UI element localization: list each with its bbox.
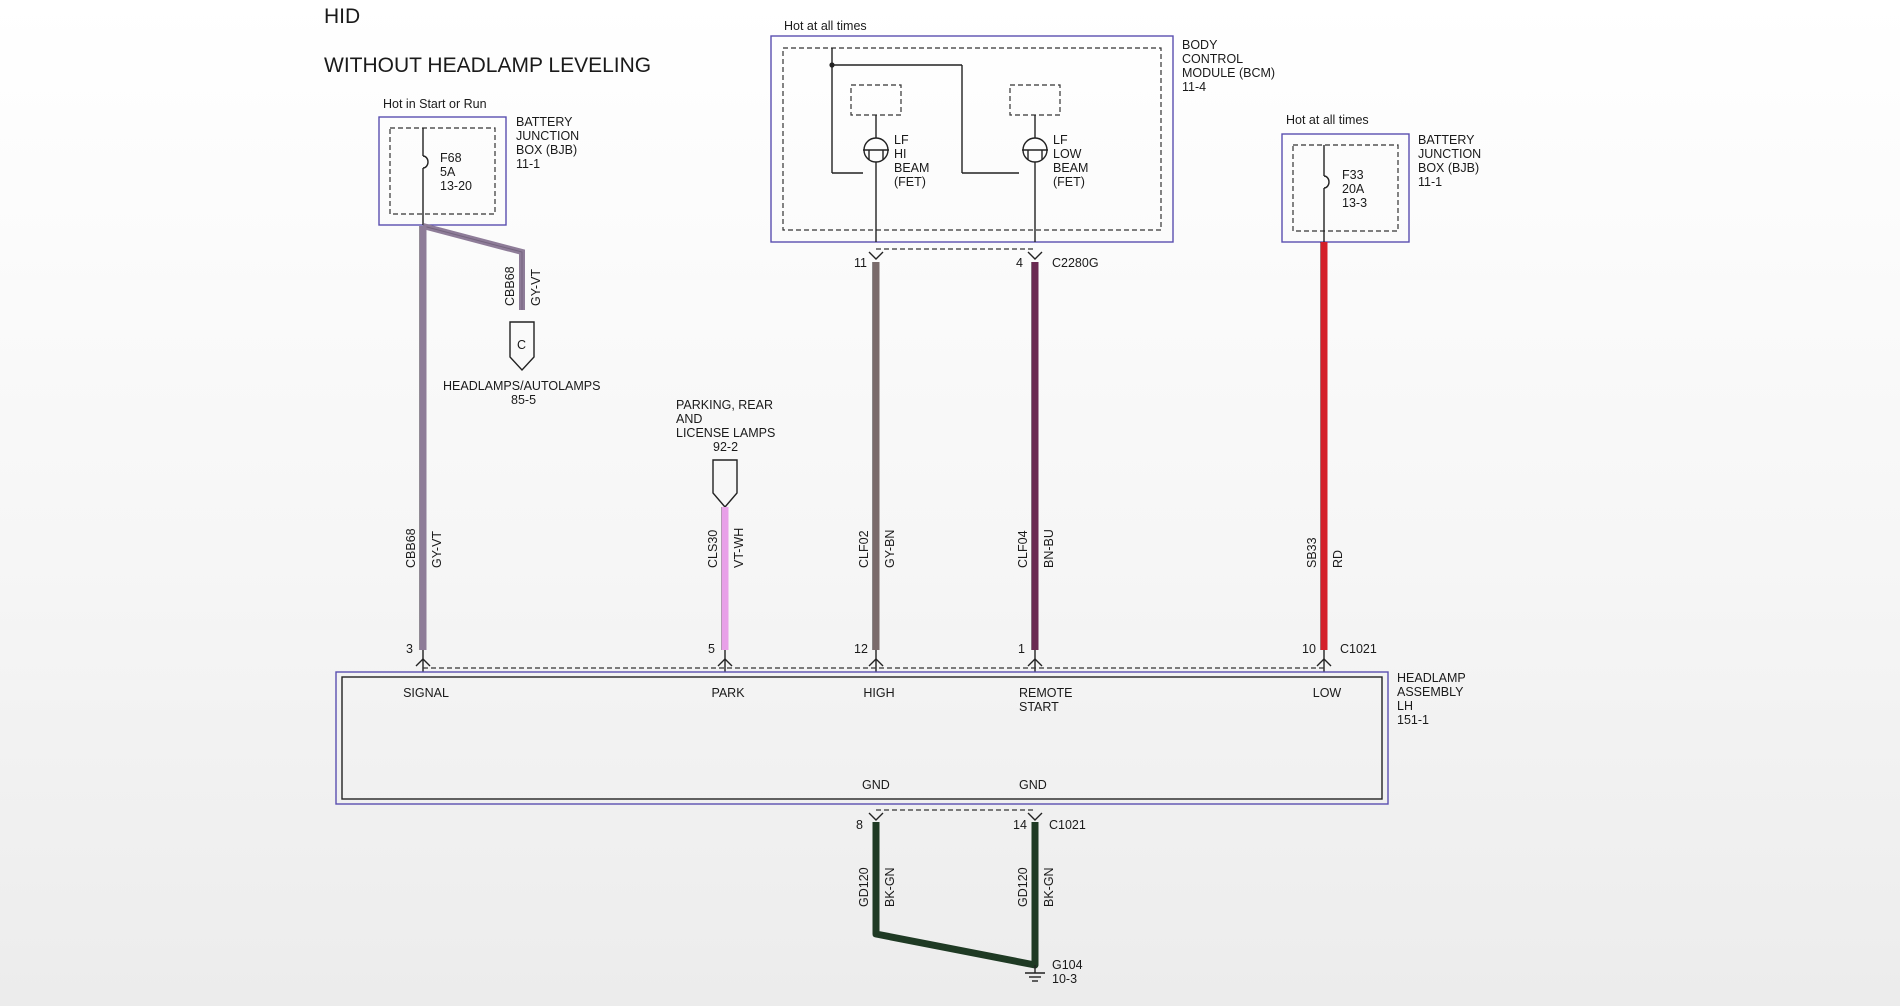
branch-dest-name: HEADLAMPS/AUTOLAMPS	[443, 379, 600, 393]
park-source: PARKING, REAR AND LICENSE LAMPS 92-2	[676, 398, 775, 509]
diagram-subtitle: WITHOUT HEADLAMP LEVELING	[324, 54, 651, 77]
low-fet-label-4: (FET)	[1053, 175, 1085, 189]
bjb-right-hot-label: Hot at all times	[1286, 113, 1369, 127]
branch-connector-symbol	[509, 321, 535, 372]
fuse-f33-id: F33	[1342, 168, 1364, 182]
wire-sb33-circuit-label: SB33	[1305, 537, 1319, 568]
wire-clf02-color-label: GY-BN	[883, 530, 897, 568]
headlamp-gnd-2: GND	[1019, 778, 1047, 792]
terminal-cls30: PARK	[711, 686, 745, 700]
ground-connector-label: C1021	[1049, 818, 1086, 832]
wire-cbb68-color-label: GY-VT	[430, 531, 444, 568]
wire-clf04-circuit-label: CLF04	[1016, 530, 1030, 568]
bjb-right: Hot at all times F33 20A 13-3 BATTERY JU…	[1281, 113, 1481, 243]
fuse-f33-amps: 20A	[1342, 182, 1365, 196]
hi-fet-label-3: BEAM	[894, 161, 929, 175]
headlamp-name-1: HEADLAMP	[1397, 671, 1466, 685]
headlamp-name-3: LH	[1397, 699, 1413, 713]
bjb-left-name-4: 11-1	[516, 157, 540, 171]
bjb-right-name-4: 11-1	[1418, 175, 1442, 189]
fuse-f33-ref: 13-3	[1342, 196, 1367, 210]
bcm-name-3: MODULE (BCM)	[1182, 66, 1275, 80]
wire-cls30-color-label: VT-WH	[732, 528, 746, 568]
ground-pin-a-symbol	[868, 812, 884, 821]
diagram-title: HID	[324, 5, 360, 28]
park-source-label-1: PARKING, REAR	[676, 398, 773, 412]
wire-cls30-circuit-label: CLS30	[706, 530, 720, 568]
fuse-f68-id: F68	[440, 151, 462, 165]
wire-cls30-pin: 5	[708, 642, 715, 656]
ground-pin-a: 8	[856, 818, 863, 832]
ground-pin-b: 14	[1013, 818, 1027, 832]
ground-circuit: 8 14 C1021 GD120 BK-GN GD120 BK-GN G104 …	[856, 809, 1086, 986]
fuse-f68-amps: 5A	[440, 165, 456, 179]
bjb-right-name-1: BATTERY	[1418, 133, 1475, 147]
low-fet-label-2: LOW	[1053, 147, 1082, 161]
branch-dest-ref: 85-5	[511, 393, 536, 407]
bcm-pin-low: 4	[1016, 256, 1023, 270]
bjb-right-name-2: JUNCTION	[1418, 147, 1481, 161]
headlamp-name-2: ASSEMBLY	[1397, 685, 1464, 699]
ground-pin-b-symbol	[1027, 812, 1043, 821]
terminal-sb33: LOW	[1313, 686, 1342, 700]
bjb-left-hot-label: Hot in Start or Run	[383, 97, 487, 111]
bjb-left-name-2: JUNCTION	[516, 129, 579, 143]
park-source-label-2: AND	[676, 412, 702, 426]
wire-clf04-pin: 1	[1018, 642, 1025, 656]
headlamp-name-4: 151-1	[1397, 713, 1429, 727]
headlamp-gnd-1: GND	[862, 778, 890, 792]
wire-clf02-pin: 12	[854, 642, 868, 656]
bjb-left-name-1: BATTERY	[516, 115, 573, 129]
branch-headlamps-autolamps: CBB68 GY-VT C HEADLAMPS/AUTOLAMPS 85-5	[422, 223, 600, 407]
ground-color-label-a: BK-GN	[883, 867, 897, 907]
wire-clf02-circuit-label: CLF02	[857, 530, 871, 568]
ground-wire	[872, 822, 1039, 969]
terminal-clf02: HIGH	[863, 686, 894, 700]
hi-fet-label-1: LF	[894, 133, 909, 147]
branch-color-label: GY-VT	[529, 269, 543, 306]
hi-fet-label-2: HI	[894, 147, 907, 161]
ground-point-id: G104	[1052, 958, 1083, 972]
bcm-hot-label: Hot at all times	[784, 19, 867, 33]
bjb-left: Hot in Start or Run F68 5A 13-20 BATTERY…	[378, 97, 579, 226]
fuse-f68-ref: 13-20	[440, 179, 472, 193]
bcm-name-4: 11-4	[1182, 80, 1206, 94]
low-fet-label-3: BEAM	[1053, 161, 1088, 175]
bcm-pin-hi-symbol	[868, 251, 884, 260]
park-source-label-4: 92-2	[713, 440, 738, 454]
hi-fet-label-4: (FET)	[894, 175, 926, 189]
bcm-pin-low-symbol	[1027, 251, 1043, 260]
branch-circuit-label: CBB68	[503, 266, 517, 306]
ground-point-ref: 10-3	[1052, 972, 1077, 986]
wire-clf04-color-label: BN-BU	[1042, 529, 1056, 568]
bcm-connector-label: C2280G	[1052, 256, 1099, 270]
wire-cbb68-circuit-label: CBB68	[404, 528, 418, 568]
park-source-label-3: LICENSE LAMPS	[676, 426, 775, 440]
ground-circuit-label-b: GD120	[1016, 867, 1030, 907]
bjb-right-name-3: BOX (BJB)	[1418, 161, 1479, 175]
wire-cbb68-pin: 3	[406, 642, 413, 656]
bjb-left-name-3: BOX (BJB)	[516, 143, 577, 157]
bcm-pin-hi: 11	[854, 256, 867, 270]
bcm: Hot at all times LF HI BEAM (FET) LF LOW…	[770, 19, 1275, 270]
wire-sb33-color-label: RD	[1331, 550, 1345, 568]
bcm-name-2: CONTROL	[1182, 52, 1243, 66]
ground-color-label-b: BK-GN	[1042, 867, 1056, 907]
headlamp-connector-label: C1021	[1340, 642, 1377, 656]
terminal-cbb68: SIGNAL	[403, 686, 449, 700]
branch-connector-letter: C	[517, 338, 526, 352]
headlamp-assembly: C1021 HEADLAMP ASSEMBLY LH 151-1 GND GND	[335, 642, 1466, 805]
wire-sb33-pin: 10	[1302, 642, 1316, 656]
ground-circuit-label-a: GD120	[857, 867, 871, 907]
low-fet-label-1: LF	[1053, 133, 1068, 147]
bcm-name-1: BODY	[1182, 38, 1218, 52]
park-connector-symbol	[712, 459, 738, 509]
